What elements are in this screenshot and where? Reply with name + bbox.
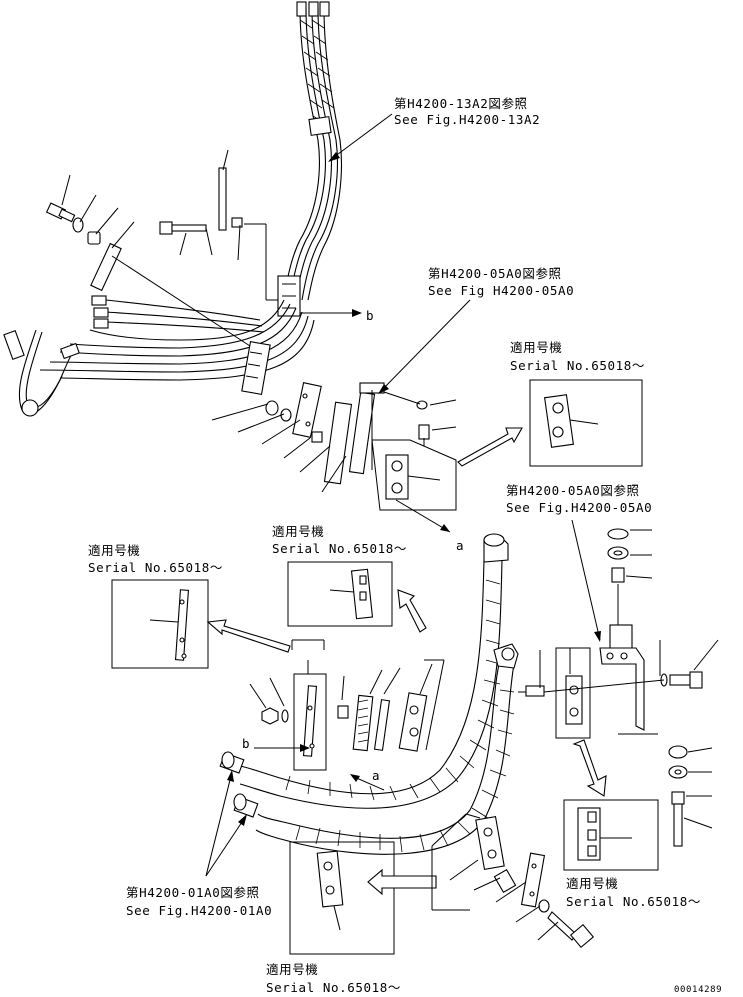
lower-middle-parts: b a [242,659,445,791]
letter-b-top: b [366,308,374,323]
reference-01a0: 第H4200-01A0図参照 See Fig.H4200-01A0 [126,770,272,918]
lower-hoses [219,533,519,855]
serial-jp-2: 適用号機 [566,876,618,891]
top-b-arrow: b [300,308,374,323]
ref-05a0-en: See Fig H4200-05A0 [428,283,574,298]
serial-en-4: Serial No.65018～ [88,560,223,575]
upper-hose-bundle [3,1,342,417]
ref-05a0-jp: 第H4200-05A0図参照 [428,266,562,281]
bottom-center-parts: 適用号機 Serial No.65018～ [266,813,595,995]
drawing-number: 00014289 [674,985,722,995]
serial-en-3: Serial No.65018～ [272,541,407,556]
ref-13a2-jp: 第H4200-13A2図参照 [394,96,528,111]
letter-b-lower: b [242,736,250,751]
serial-box-upper-right: 適用号機 Serial No.65018～ [457,340,645,467]
reference-05a0-top: 第H4200-05A0図参照 See Fig H4200-05A0 [378,266,574,394]
serial-en-2: Serial No.65018～ [566,894,701,909]
serial-jp-5: 適用号機 [266,962,318,977]
right-middle-parts: 第H4200-05A0図参照 See Fig.H4200-05A0 [506,483,719,909]
letter-a-upper: a [456,538,464,553]
upper-left-hardware [45,149,278,347]
ref-05a0-2-jp: 第H4200-05A0図参照 [506,483,640,498]
serial-jp-3: 適用号機 [272,524,324,539]
ref-13a2-en: See Fig.H4200-13A2 [394,112,540,127]
ref-01a0-en: See Fig.H4200-01A0 [126,903,272,918]
serial-box-middle: 適用号機 Serial No.65018～ [272,524,427,633]
ref-05a0-2-en: See Fig.H4200-05A0 [506,500,652,515]
letter-a-lower: a [372,768,380,783]
serial-jp-4: 適用号機 [88,543,140,558]
reference-13a2: 第H4200-13A2図参照 See Fig.H4200-13A2 [328,96,540,162]
ref-01a0-jp: 第H4200-01A0図参照 [126,885,260,900]
upper-middle-parts [211,382,457,511]
upper-a-arrow: a [395,499,464,553]
serial-en-5: Serial No.65018～ [266,980,401,995]
serial-en-1: Serial No.65018～ [510,358,645,373]
serial-box-left: 適用号機 Serial No.65018～ [88,543,325,669]
serial-jp-1: 適用号機 [510,340,562,355]
